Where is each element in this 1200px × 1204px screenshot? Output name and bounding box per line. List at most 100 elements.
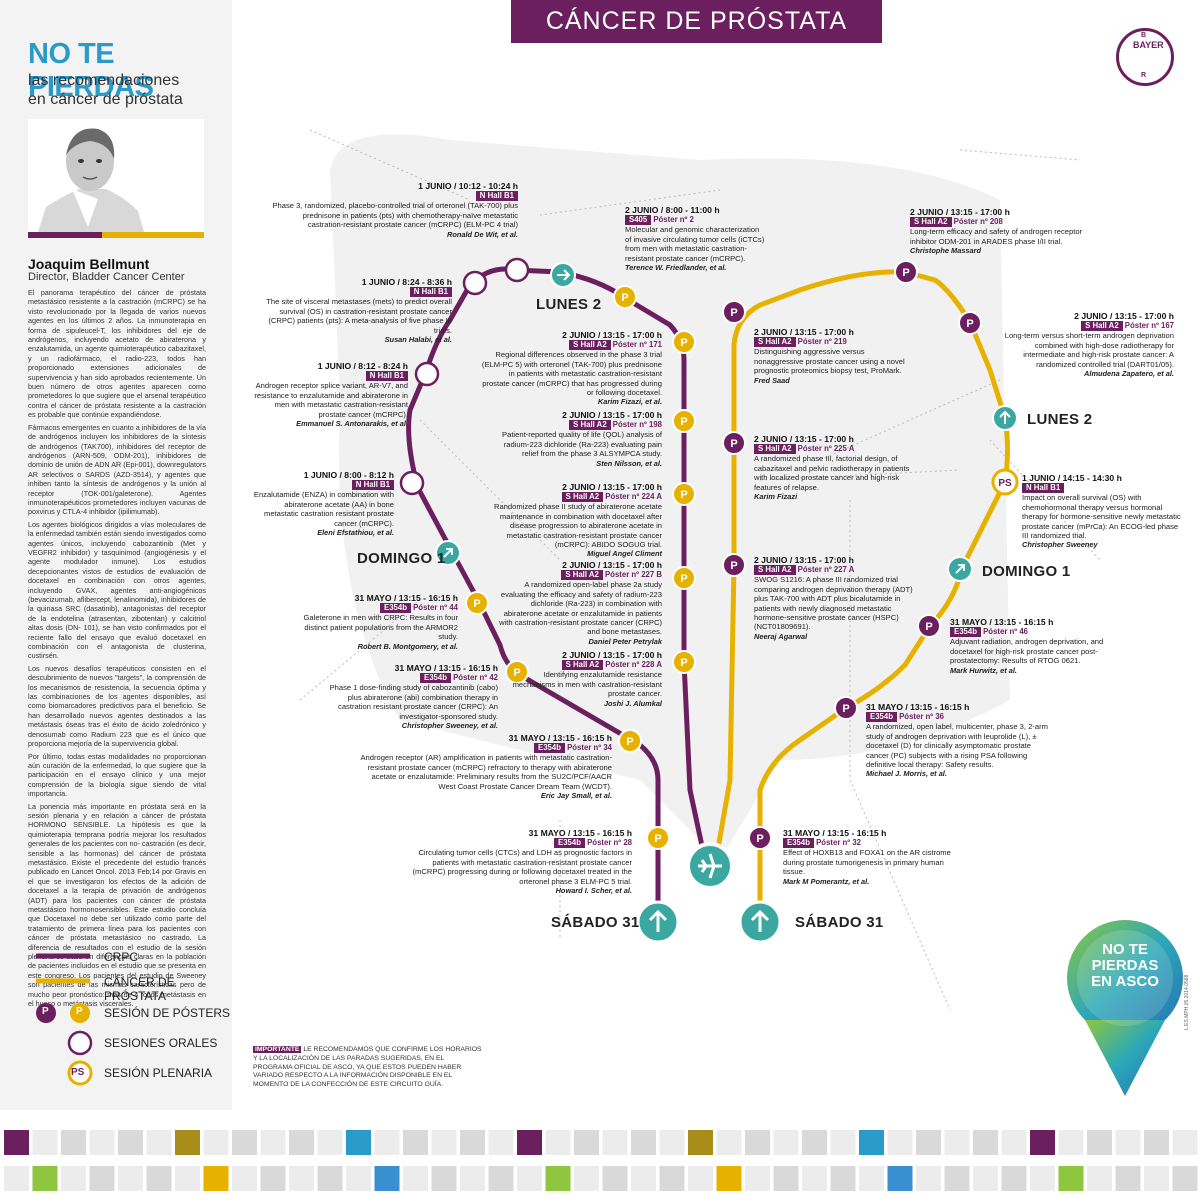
station-card[interactable]: 31 MAYO / 13:15 - 16:15 h E354b Póster n… [356,733,612,800]
station-date: 1 JUNIO / 8:00 - 8:12 h [303,470,394,480]
station-card[interactable]: 1 JUNIO / 10:12 - 10:24 h N Hall B1 Phas… [268,181,518,239]
poster-station-icon[interactable]: P [646,826,670,850]
station-date: 31 MAYO / 13:15 - 16:15 h [950,617,1054,627]
station-room: N Hall B1 [351,480,394,491]
station-title: Patient-reported quality of life (QOL) a… [502,430,662,459]
station-card[interactable]: 2 JUNIO / 13:15 - 17:00 h S Hall A2 Póst… [910,207,1090,256]
poster-station-icon[interactable]: P [894,260,918,284]
station-card[interactable]: 31 MAYO / 13:15 - 16:15 h E354b Póster n… [316,663,498,730]
station-date: 1 JUNIO / 8:12 - 8:24 h [317,361,408,371]
station-room: E354b [534,743,565,754]
day-label: SÁBADO 31 [551,914,640,931]
footer-tile [374,1130,400,1155]
legend-ps: PS [71,1067,85,1078]
station-title: Phase 3, randomized, placebo-controlled … [272,201,518,230]
station-card[interactable]: 2 JUNIO / 13:15 - 17:00 h S Hall A2 Póst… [510,650,662,708]
poster-station-icon[interactable]: P [722,431,746,455]
sidebar-subtitle-line1: las recomendaciones [28,72,180,89]
poster-station-icon[interactable]: P [672,409,696,433]
station-date: 2 JUNIO / 13:15 - 17:00 h [562,410,662,420]
station-card[interactable]: 31 MAYO / 13:15 - 16:15 h E354b Póster n… [866,702,1052,779]
station-card[interactable]: 2 JUNIO / 13:15 - 17:00 h S Hall A2 Póst… [480,482,662,559]
station-card[interactable]: 2 JUNIO / 13:15 - 17:00 h S Hall A2 Póst… [994,311,1174,378]
station-card[interactable]: 31 MAYO / 13:15 - 16:15 h E354b Póster n… [950,617,1120,675]
footer-tile [1144,1130,1169,1155]
station-date: 31 MAYO / 13:15 - 16:15 h [866,702,970,712]
oral-station-icon[interactable] [414,361,440,387]
poster-station-icon[interactable]: P [672,566,696,590]
poster-station-icon[interactable]: P [465,591,489,615]
legend-orals: SESIONES ORALES [104,1036,218,1050]
svg-text:P: P [842,703,849,715]
poster-station-icon[interactable]: P [672,650,696,674]
station-card[interactable]: 1 JUNIO / 8:12 - 8:24 h N Hall B1 Androg… [252,361,408,428]
station-title: Galeterone in men with CRPC: Results in … [303,613,458,642]
footer-tile [346,1130,371,1155]
footer-tile [1030,1130,1055,1155]
station-card[interactable]: 2 JUNIO / 13:15 - 17:00 h S Hall A2 Póst… [480,330,662,407]
station-date: 31 MAYO / 13:15 - 16:15 h [783,828,887,838]
poster-station-icon[interactable]: P [618,729,642,753]
oral-station-icon[interactable] [504,257,530,283]
legend-graphics [36,953,93,1086]
poster-station-icon[interactable]: P [672,482,696,506]
station-title: SWOG S1216: A phase III randomized trial… [754,575,913,632]
day-transfer-icon [992,405,1018,431]
portrait-photo [28,119,204,232]
station-card[interactable]: 31 MAYO / 13:15 - 16:15 h E354b Póster n… [783,828,963,886]
station-card[interactable]: 2 JUNIO / 13:15 - 17:00 h S Hall A2 Póst… [500,410,662,468]
poster-station-icon[interactable]: P [722,553,746,577]
station-title: Molecular and genomic characterization o… [625,225,765,263]
station-card[interactable]: 2 JUNIO / 13:15 - 17:00 h S Hall A2 Póst… [754,327,914,385]
legend-prostate: CÁNCER DE PRÓSTATA [104,975,175,1003]
svg-text:P: P [756,833,763,845]
day-label: LUNES 2 [536,296,602,313]
poster-station-icon[interactable]: P [722,300,746,324]
station-card[interactable]: 2 JUNIO / 13:15 - 17:00 h S Hall A2 Póst… [754,434,924,501]
poster-station-icon[interactable]: P [917,614,941,638]
poster-station-icon[interactable]: P [505,660,529,684]
footer-tile [61,1166,86,1191]
station-card[interactable]: 2 JUNIO / 13:15 - 17:00 h S Hall A2 Póst… [754,555,922,641]
station-author: Mark M Pomerantz, et al. [783,876,870,886]
station-poster: Póster nº 2 [653,215,694,225]
station-poster: Póster nº 28 [587,838,632,848]
footer-tile [859,1166,884,1191]
oral-station-icon[interactable] [399,470,425,496]
station-card[interactable]: 1 JUNIO / 8:24 - 8:36 h N Hall B1 The si… [252,277,452,344]
poster-station-icon[interactable]: P [958,311,982,335]
oral-station-icon[interactable] [462,270,488,296]
airport-icon [686,842,734,890]
station-room: S Hall A2 [1081,321,1123,332]
station-card[interactable]: 1 JUNIO / 8:00 - 8:12 h N Hall B1 Enzalu… [252,470,394,537]
station-card[interactable]: 31 MAYO / 13:15 - 16:15 h E354b Póster n… [398,828,632,895]
footer-tile [403,1130,428,1155]
station-author: Ronald De Wit, et al. [447,229,518,239]
station-card[interactable]: 2 JUNIO / 13:15 - 17:00 h S Hall A2 Póst… [494,560,662,646]
svg-text:P: P [730,560,737,572]
station-date: 2 JUNIO / 13:15 - 17:00 h [754,327,854,337]
station-card[interactable]: 1 JUNIO / 14:15 - 14:30 h N Hall B1 Impa… [1022,473,1184,550]
footer-tile [916,1130,941,1155]
footer-tile [659,1166,685,1191]
station-title: Distinguishing aggressive versus nonaggr… [754,347,905,376]
footer-tile [517,1166,542,1191]
poster-station-icon[interactable]: P [613,285,637,309]
station-card[interactable]: 31 MAYO / 13:15 - 16:15 h E354b Póster n… [300,593,458,651]
bayer-logo-text: BAYER [1133,40,1164,50]
poster-station-icon[interactable]: P [834,696,858,720]
footer-tile [1087,1130,1112,1155]
footer-tile [317,1166,343,1191]
poster-station-icon[interactable]: P [672,330,696,354]
station-author: Mark Hurwitz, et al. [950,665,1017,675]
station-title: Circulating tumor cells (CTCs) and LDH a… [412,848,632,886]
plenary-station-icon[interactable]: PS [991,468,1019,496]
footer-tile [1172,1130,1198,1155]
station-room: S Hall A2 [561,570,603,581]
station-card[interactable]: 2 JUNIO / 8:00 - 11:00 h S405 Póster nº … [625,205,765,272]
station-poster: Póster nº 36 [899,712,944,722]
sidebar-body: El panorama terapéutico del cáncer de pr… [28,288,206,1011]
footer-tile [431,1166,457,1191]
legend-plenary: SESIÓN PLENARIA [104,1066,213,1080]
poster-station-icon[interactable]: P [748,826,772,850]
